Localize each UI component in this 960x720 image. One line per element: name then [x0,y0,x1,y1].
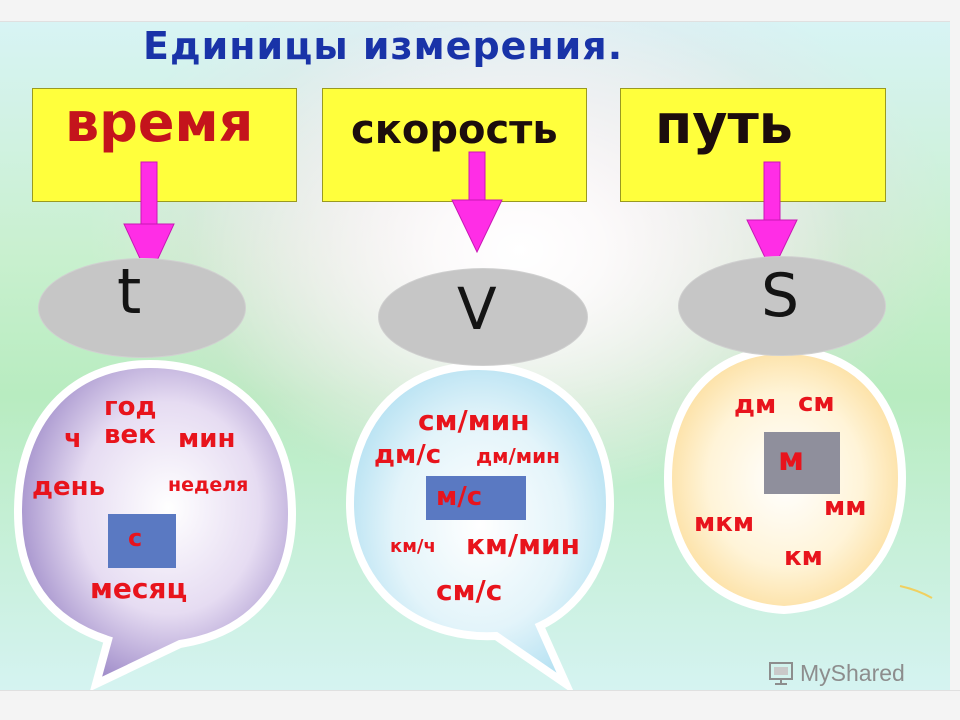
box-speed: скорость [322,88,587,202]
unit-cm-min: см/мин [418,404,530,437]
watermark: MyShared [768,658,905,688]
unit-cm: см [798,388,835,418]
slide-border-top [0,0,960,22]
box-path-label: путь [655,93,793,156]
unit-hour: ч [64,424,82,454]
unit-dm-s: дм/с [374,440,442,470]
unit-minute: мин [178,424,236,454]
unit-mm: мм [824,492,867,522]
watermark-text: MyShared [800,659,905,686]
symbol-speed: V [457,275,497,343]
base-unit-speed-chip: м/с [426,476,526,520]
symbol-ellipse-time: t [38,255,246,358]
symbol-ellipse-speed: V [378,268,588,366]
arrow-down-icon [746,161,798,274]
symbol-time: t [117,255,142,328]
speed-units-bubble [345,361,615,696]
symbol-path: S [761,261,800,331]
unit-month: месяц [90,572,188,605]
unit-year: год [104,392,157,422]
box-time-label: время [65,91,254,154]
slide-border-right [950,0,960,720]
base-unit-path-chip: м [764,432,840,494]
unit-dm-min: дм/мин [476,444,560,468]
box-speed-label: скорость [351,107,558,153]
unit-km-h: км/ч [390,536,436,557]
unit-second: с [128,524,143,552]
base-unit-time-chip: с [108,514,176,568]
unit-week: неделя [168,474,249,496]
unit-m: м [778,440,805,478]
unit-dm: дм [734,390,777,420]
unit-day: день [32,472,106,502]
arrow-down-icon [451,151,503,254]
page-title: Единицы измерения. [143,24,624,68]
unit-century: век [104,420,156,450]
unit-km-min: км/мин [466,528,580,561]
symbol-ellipse-path: S [678,256,886,356]
box-path: путь [620,88,886,202]
unit-km: км [784,542,823,572]
unit-cm-s: см/с [436,574,503,607]
slide-border-bottom [0,690,960,720]
unit-m-s: м/с [436,482,483,512]
arrow-down-icon [123,161,175,280]
unit-mkm: мкм [694,508,755,538]
presentation-icon [769,662,793,685]
box-time: время [32,88,297,202]
